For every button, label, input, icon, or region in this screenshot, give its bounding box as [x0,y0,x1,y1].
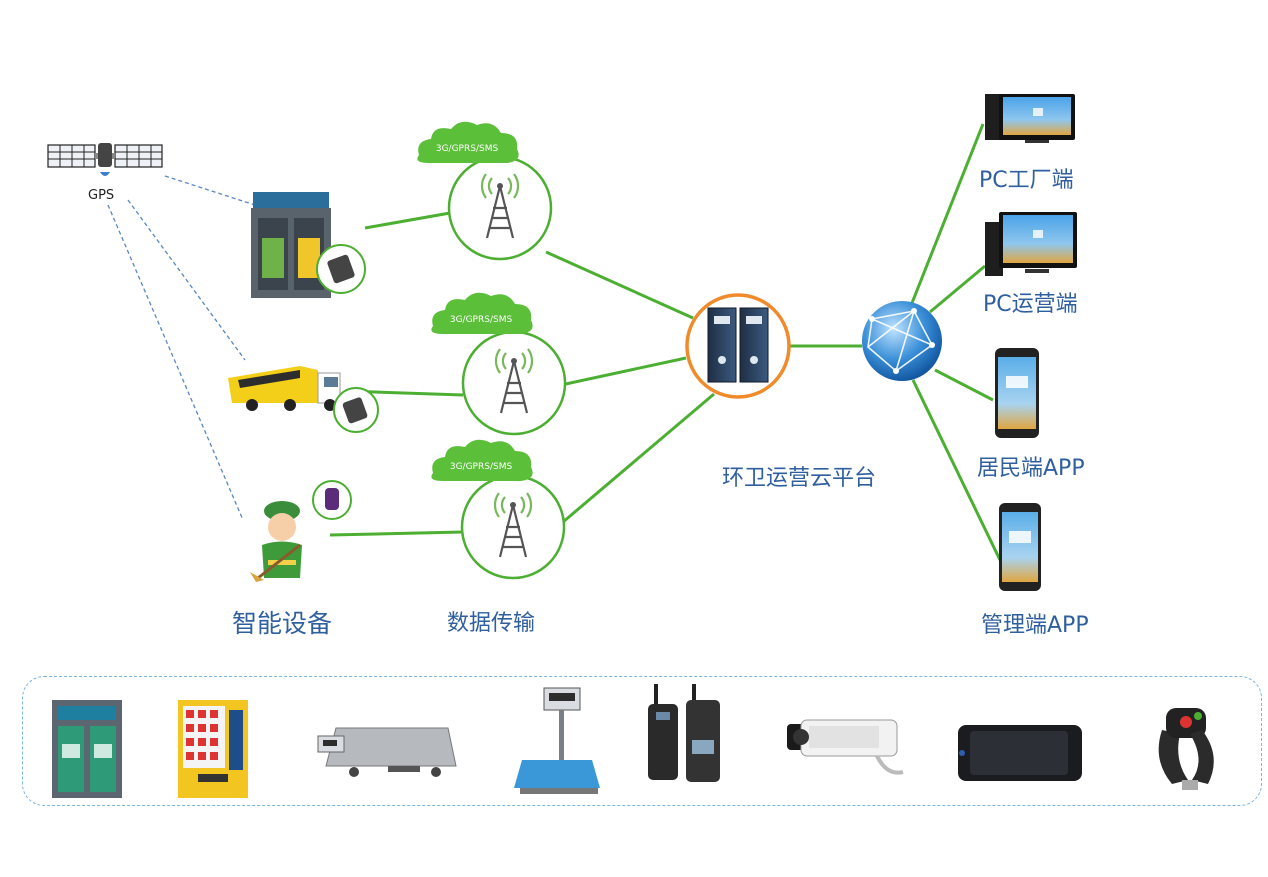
vending-machine-icon [178,700,248,798]
iot-sensor-badge [333,387,379,433]
cloud-icon: 3G/GPRS/SMS [431,292,533,334]
garbage-truck-icon [228,366,341,411]
cloud-icon: 3G/GPRS/SMS [431,439,533,481]
network-links [329,123,1002,561]
smart-wristband-icon [1158,708,1214,790]
smart-recycling-bin-icon [251,192,331,298]
bench-scale-icon [514,687,600,794]
gps-links [107,175,256,521]
recycling-kiosk-icon [52,700,122,798]
sanitation-worker-icon [250,501,302,582]
walkie-talkie-icon [648,684,720,782]
bullet-camera-icon [787,719,904,775]
devices-column-title: 智能设备 [232,609,333,638]
endpoint-label-pc-factory: PC工厂端 [979,168,1074,193]
smartphone-icon [995,348,1039,438]
internet-globe-icon [862,301,942,381]
transmission-column-title: 数据传输 [447,611,536,636]
cloud-label: 3G/GPRS/SMS [436,144,499,154]
endpoint-label-pc-operations: PC运营端 [983,292,1078,317]
device-tray [22,676,1262,806]
pc-monitor-icon [985,212,1077,276]
vehicle-terminal-icon [958,725,1082,781]
platform-title: 环卫运营云平台 [722,466,877,491]
pc-monitor-icon [985,94,1075,143]
iot-sensor-badge [316,244,366,294]
cloud-platform-server-icon [685,293,791,399]
cell-tower-node-1 [447,155,553,261]
cloud-label: 3G/GPRS/SMS [450,462,513,472]
smartphone-icon [999,503,1041,591]
endpoint-label-manager-app: 管理端APP [981,613,1089,638]
cloud-icon: 3G/GPRS/SMS [417,121,519,163]
gps-label: GPS [88,188,115,203]
endpoint-label-resident-app: 居民端APP [977,456,1085,481]
cell-tower-node-2 [461,330,567,436]
iot-sensor-badge [312,480,352,520]
cloud-label: 3G/GPRS/SMS [450,315,513,325]
cell-tower-node-3 [460,474,566,580]
platform-scale-icon [317,727,457,777]
gps-satellite-icon [47,143,163,176]
